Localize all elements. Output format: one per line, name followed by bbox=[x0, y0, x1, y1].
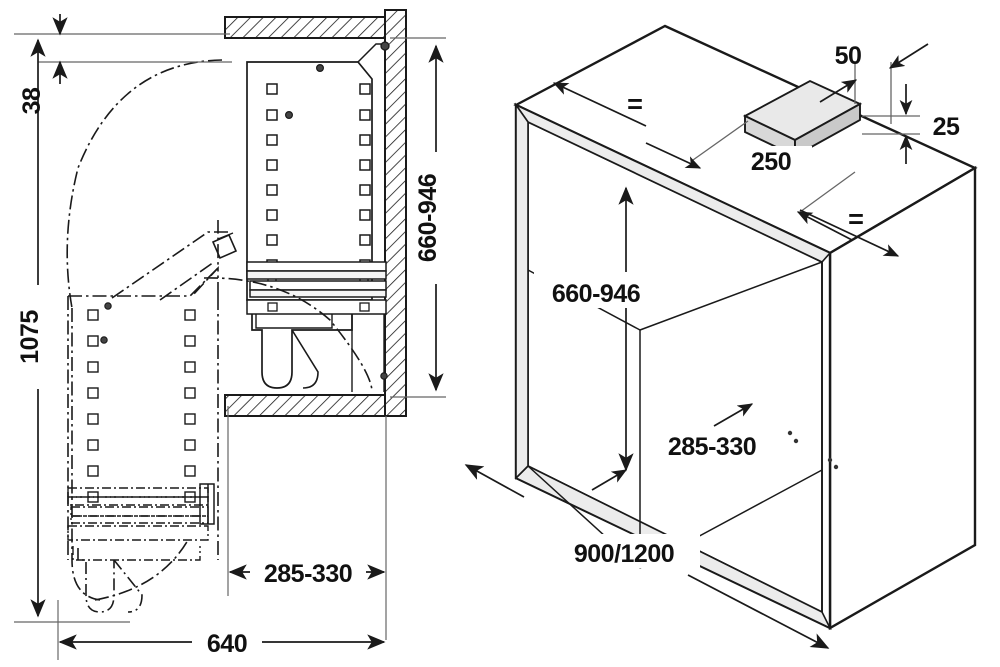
basket-lowered-phantom bbox=[66, 59, 373, 601]
dimension-1075: 1075 bbox=[16, 38, 56, 618]
rail-stack-raised bbox=[246, 261, 387, 315]
dim-line-250-lower bbox=[796, 211, 853, 241]
pivot-point-upper bbox=[380, 41, 390, 51]
isometric-view: 50 25 250 = = bbox=[464, 24, 978, 649]
dim-label-bg-660-946 bbox=[420, 152, 454, 284]
projection-lines-side bbox=[14, 33, 446, 623]
phantom-arm-upper bbox=[111, 231, 228, 299]
fixing-dot-upper-a bbox=[316, 63, 325, 72]
basket-lowered-body bbox=[67, 302, 215, 613]
dim-label-bg-900-1200 bbox=[548, 534, 700, 568]
dimension-900-1200: 900/1200 bbox=[464, 464, 830, 649]
swing-path-lower bbox=[71, 308, 101, 601]
dimension-label-50: 50 bbox=[835, 42, 862, 70]
dim-label-bg-640 bbox=[192, 626, 262, 658]
phantom-outline-top bbox=[68, 220, 219, 297]
handle-arm-raised bbox=[291, 329, 319, 389]
perforation-column-right-raised bbox=[359, 83, 371, 271]
ext-250-right bbox=[799, 171, 856, 213]
dimension-label-1075: 1075 bbox=[16, 310, 44, 364]
equal-mark-left: = bbox=[552, 82, 647, 127]
swing-path-handle bbox=[94, 539, 189, 601]
cabinet-carcase-section bbox=[224, 9, 407, 417]
equal-symbol-right: = bbox=[848, 204, 864, 234]
dim-line-285-iso-left bbox=[591, 469, 628, 491]
dimension-38: 38 bbox=[18, 14, 68, 114]
dimension-660-946-side: 660-946 bbox=[414, 44, 454, 392]
basket-raised-position bbox=[246, 41, 390, 392]
dimension-label-640: 640 bbox=[207, 630, 247, 658]
basket-raised-outline bbox=[246, 61, 373, 301]
equal-symbol-left: = bbox=[627, 89, 643, 119]
phantom-corner bbox=[191, 265, 219, 297]
dimension-label-250: 250 bbox=[751, 148, 791, 176]
fixing-dot-lowered-b bbox=[100, 336, 108, 344]
dim-line-250-upper bbox=[645, 142, 702, 169]
ext-250-left bbox=[692, 120, 749, 161]
dim-label-bg-285-330-iso bbox=[648, 428, 778, 462]
equal-mark-right: = bbox=[799, 204, 900, 257]
mechanism-detail bbox=[217, 232, 234, 240]
dim-line-equal-right bbox=[799, 209, 900, 257]
dim-line-equal-left bbox=[552, 82, 647, 127]
dim-label-bg-1075 bbox=[22, 285, 56, 389]
handle-hook-raised bbox=[251, 314, 353, 389]
dimension-660-946-iso: 660-946 bbox=[534, 186, 664, 472]
dim-label-bg-285-330 bbox=[250, 556, 366, 588]
handle-hook-lowered bbox=[77, 548, 143, 613]
dim-line-285-iso-right bbox=[713, 403, 754, 427]
fixing-dot-lower-right bbox=[380, 372, 388, 380]
swing-path-upper-right bbox=[203, 277, 373, 393]
carcase-right-wall bbox=[384, 9, 407, 417]
frame-left-stile bbox=[515, 102, 529, 480]
dimension-label-285-330-side: 285-330 bbox=[264, 560, 352, 588]
carcase-top-panel bbox=[224, 16, 386, 39]
dim-label-bg-250 bbox=[730, 146, 812, 176]
swing-path-arc bbox=[66, 59, 223, 309]
dimension-285-330-iso: 285-330 bbox=[591, 403, 778, 491]
dimension-label-25: 25 bbox=[933, 113, 960, 141]
dim-line-900-upper bbox=[464, 464, 525, 498]
perforation-column-left-raised bbox=[266, 83, 278, 271]
dimension-label-660-946-iso: 660-946 bbox=[552, 280, 640, 308]
dimension-label-38: 38 bbox=[18, 87, 46, 114]
dimension-285-330-side: 285-330 bbox=[227, 406, 387, 640]
dimension-label-900-1200: 900/1200 bbox=[574, 540, 674, 568]
dim-line-50-right bbox=[888, 43, 929, 69]
shelf-peg-holes bbox=[787, 430, 839, 470]
dim-line-50-left bbox=[819, 79, 858, 103]
cabinet-body-iso bbox=[513, 24, 978, 631]
fixing-dot-lowered-a bbox=[104, 302, 112, 310]
carcase-bottom-panel bbox=[224, 394, 386, 417]
dimension-250: 250 bbox=[645, 120, 856, 241]
guide-rail-lowered bbox=[199, 483, 215, 525]
side-section-view: 1075 38 660-946 285-330 640 bbox=[14, 9, 454, 660]
dimension-25: 25 bbox=[862, 84, 960, 164]
dim-label-bg-660-946-iso bbox=[534, 272, 664, 308]
dimension-label-285-330-iso: 285-330 bbox=[668, 433, 756, 461]
dimension-640: 640 bbox=[57, 600, 386, 660]
dimension-label-660-946-side: 660-946 bbox=[414, 174, 442, 262]
dimension-50: 50 bbox=[819, 42, 929, 124]
dim-line-900-lower bbox=[687, 574, 830, 649]
phantom-arm-lower bbox=[159, 261, 215, 301]
fixing-dot-upper-b bbox=[285, 110, 294, 119]
basket-base-raised bbox=[255, 314, 333, 329]
